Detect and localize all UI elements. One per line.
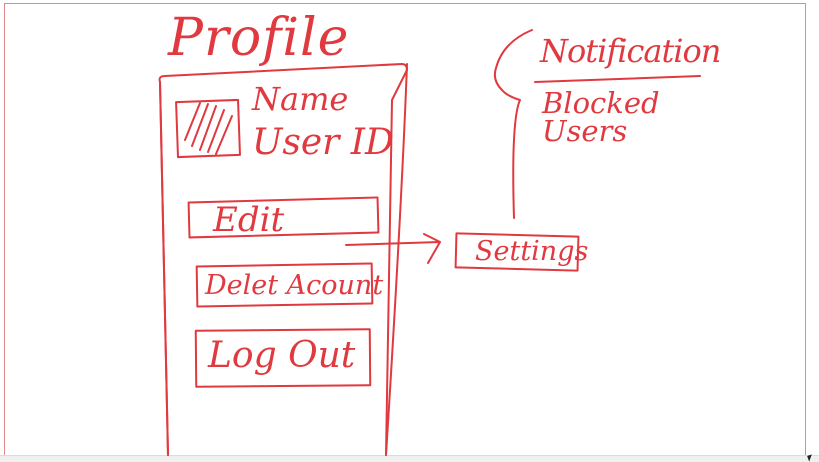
edit-button-outline bbox=[187, 196, 380, 239]
phone-right-edge bbox=[385, 63, 408, 456]
bottom-scroll-strip bbox=[0, 455, 819, 462]
page-title: Profile bbox=[168, 8, 350, 68]
settings-button[interactable]: Settings bbox=[475, 236, 589, 267]
settings-option-blocked-users[interactable]: Blocked Users bbox=[542, 89, 677, 145]
delete-account-button[interactable]: Delet Acount bbox=[205, 270, 384, 301]
user-id-label: User ID bbox=[252, 122, 394, 163]
edit-button[interactable]: Edit bbox=[213, 200, 285, 240]
arrow-to-settings bbox=[345, 233, 441, 264]
notification-divider bbox=[534, 75, 701, 83]
phone-left-edge bbox=[159, 81, 169, 456]
settings-box-outline bbox=[454, 232, 580, 272]
avatar-placeholder-icon bbox=[175, 98, 241, 159]
options-bracket bbox=[493, 29, 533, 219]
blocked-users-label: Blocked Users bbox=[542, 86, 660, 148]
settings-option-notification[interactable]: Notification bbox=[540, 32, 721, 70]
avatar-hatching bbox=[184, 102, 233, 155]
delete-account-button-outline bbox=[195, 262, 374, 308]
log-out-button-outline bbox=[194, 328, 372, 388]
canvas-frame bbox=[4, 3, 806, 455]
name-label: Name bbox=[252, 80, 349, 118]
log-out-button[interactable]: Log Out bbox=[208, 335, 356, 376]
